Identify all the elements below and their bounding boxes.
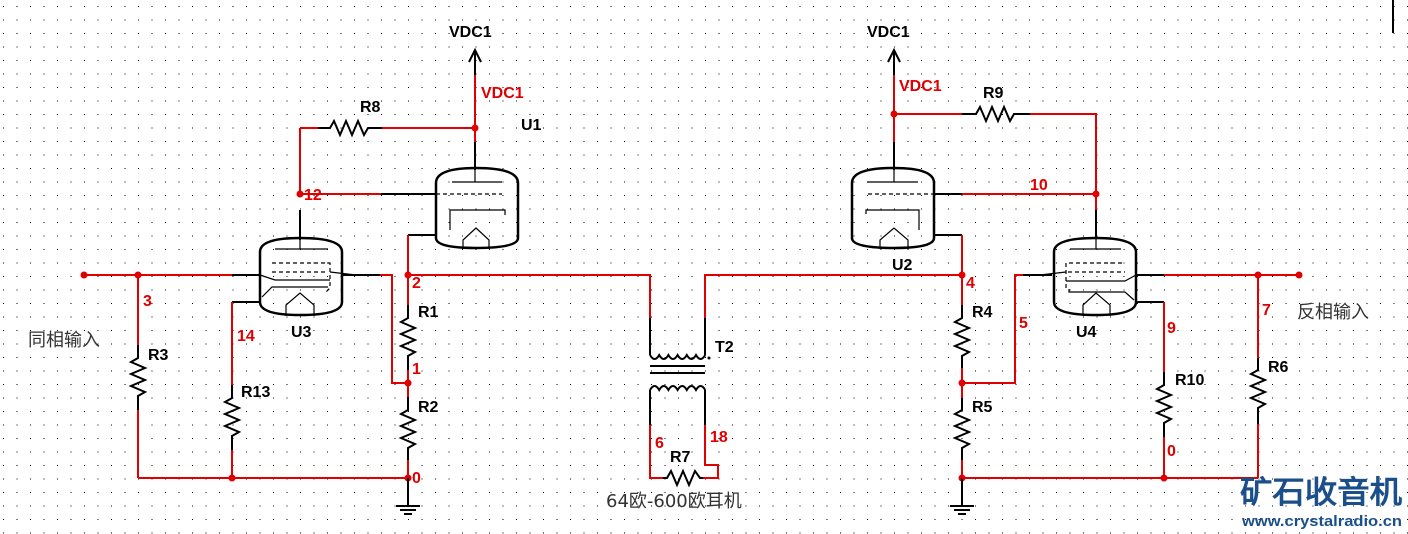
noninverting-input-label: 同相输入 (28, 330, 100, 351)
net-label-0-right: 0 (1167, 443, 1176, 460)
net-label-vdc1-left: VDC1 (481, 85, 524, 102)
tube-u1[interactable] (434, 166, 520, 250)
r13-label: R13 (241, 384, 270, 401)
inverting-input-label: 反相输入 (1297, 302, 1369, 323)
net-label-vdc1-right: VDC1 (899, 78, 942, 95)
junction (1160, 474, 1168, 482)
net-label-1: 1 (412, 361, 421, 378)
resistor-r3[interactable]: R3 (128, 345, 169, 410)
net-label-5: 5 (1019, 315, 1028, 332)
resistor-r10[interactable]: R10 (1154, 372, 1204, 437)
ground-left (396, 478, 420, 515)
net-label-10: 10 (1030, 177, 1048, 194)
r7-label: R7 (670, 449, 691, 466)
net-label-14: 14 (237, 328, 255, 345)
net-label-18: 18 (710, 429, 728, 446)
r2-label: R2 (418, 399, 439, 416)
ground-right (950, 478, 974, 515)
r3-label: R3 (148, 347, 169, 364)
net-label-0: 0 (412, 470, 421, 487)
tube-u2[interactable] (850, 166, 936, 250)
u3-label: U3 (291, 324, 312, 341)
net-label-9: 9 (1167, 320, 1176, 337)
input-terminal-inverting[interactable] (1295, 271, 1303, 279)
junction (404, 379, 412, 387)
watermark-url: www.crystalradio.cn (1241, 513, 1402, 530)
vdc1-supply-right[interactable]: VDC1 (867, 24, 910, 75)
watermark-brand: 矿石收音机 (1240, 475, 1402, 511)
resistor-r2[interactable]: R2 (398, 397, 439, 460)
u4-label: U4 (1076, 324, 1097, 341)
r10-label: R10 (1175, 372, 1204, 389)
net-label-2: 2 (412, 275, 421, 292)
vdc1-supply-left[interactable]: VDC1 (449, 24, 492, 75)
r1-label: R1 (418, 304, 439, 321)
resistor-r7[interactable]: R7 (663, 449, 703, 488)
vdc1-label-right: VDC1 (867, 24, 910, 41)
t2-label: T2 (715, 339, 734, 356)
net-label-4: 4 (966, 275, 975, 292)
net-label-3: 3 (143, 293, 152, 310)
resistor-r8[interactable]: R8 (318, 99, 382, 138)
headphone-load-note: 64欧-600欧耳机 (606, 491, 742, 512)
net-label-12: 12 (304, 187, 322, 204)
r4-label: R4 (972, 304, 993, 321)
resistor-r13[interactable]: R13 (222, 384, 270, 450)
r8-label: R8 (360, 99, 381, 116)
resistor-r4[interactable]: R4 (952, 304, 993, 368)
r9-label: R9 (983, 85, 1004, 102)
resistor-r5[interactable]: R5 (952, 398, 993, 460)
r5-label: R5 (972, 399, 993, 416)
net-label-7: 7 (1262, 302, 1271, 319)
u2-label: U2 (892, 257, 913, 274)
resistor-r1[interactable]: R1 (398, 304, 439, 370)
junction (1092, 190, 1100, 198)
watermark: 矿石收音机 www.crystalradio.cn (1240, 475, 1402, 530)
resistor-r9[interactable]: R9 (962, 85, 1030, 124)
tube-u3[interactable] (258, 236, 357, 317)
u1-label: U1 (521, 117, 542, 134)
r6-label: R6 (1268, 359, 1289, 376)
vdc1-label-left: VDC1 (449, 24, 492, 41)
transformer-t2[interactable]: T2 (649, 318, 734, 425)
resistor-r6[interactable]: R6 (1248, 358, 1289, 424)
junction (958, 271, 966, 279)
net-label-6: 6 (655, 435, 664, 452)
